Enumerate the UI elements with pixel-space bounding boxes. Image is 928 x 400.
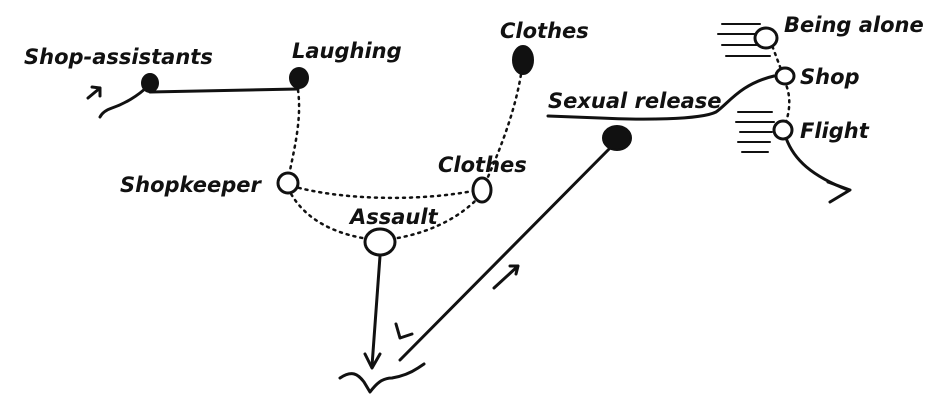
label-sexual-release: Sexual release <box>548 89 722 113</box>
line-shop-assistants-laughing <box>148 87 300 94</box>
label-laughing: Laughing <box>292 39 402 63</box>
label-clothes-mid: Clothes <box>438 153 527 177</box>
node-shop <box>774 66 796 86</box>
node-shop-assistants <box>141 73 159 93</box>
arrow-release-down <box>394 322 414 340</box>
node-assault <box>363 227 397 257</box>
dotted-shopkeeper-clothes-mid <box>290 184 480 200</box>
node-flight <box>772 119 794 141</box>
dotted-clothes-top-clothes-mid <box>482 66 524 188</box>
dotted-being-alone-shop <box>768 38 784 74</box>
line-sexual-release-underline <box>546 74 776 121</box>
label-clothes-top: Clothes <box>500 19 589 43</box>
arrow-flight <box>826 180 852 204</box>
label-shopkeeper: Shopkeeper <box>120 173 263 197</box>
node-being-alone <box>753 26 779 50</box>
hatched-region <box>717 23 775 153</box>
node-sexual-release <box>602 125 632 151</box>
line-assault-down <box>370 254 382 368</box>
line-release-up <box>398 140 618 362</box>
label-flight: Flight <box>800 119 870 143</box>
node-shopkeeper <box>276 171 300 195</box>
label-shop-assistants: Shop-assistants <box>24 45 213 69</box>
label-assault: Assault <box>348 205 439 229</box>
label-being-alone: Being alone <box>784 13 924 37</box>
label-shop: Shop <box>800 65 860 89</box>
base-curve <box>338 362 426 394</box>
arrow-shop-assistants <box>86 85 102 100</box>
tail-shop-assistants <box>98 84 150 119</box>
line-flight-exit <box>784 136 850 192</box>
node-clothes-top <box>512 45 534 75</box>
arrow-assault-down <box>363 352 382 370</box>
node-clothes-mid <box>471 176 493 204</box>
dotted-laughing-shopkeeper <box>286 88 301 182</box>
node-laughing <box>289 67 309 89</box>
arrow-release-up <box>492 264 520 290</box>
